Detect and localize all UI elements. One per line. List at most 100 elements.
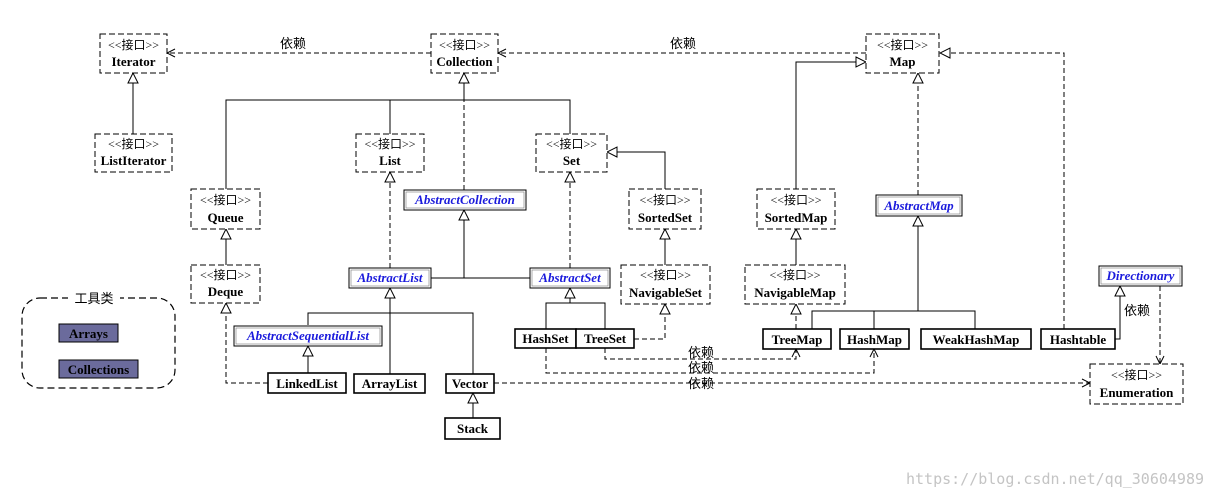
hashtable-label: Hashtable [1050,332,1107,347]
map-label: Map [890,54,916,69]
set-label: Set [563,153,581,168]
collections-label: Collections [68,362,129,377]
class-linkedlist: LinkedList [267,372,347,394]
interface-sortedset: <<接口>> SortedSet [628,188,702,230]
directionary: Directionary [1098,265,1183,287]
abstractcollection-label: AbstractCollection [414,192,515,207]
interface-set: <<接口>> Set [535,133,608,173]
abstract-set: AbstractSet [529,267,611,289]
iterator-label: Iterator [111,54,155,69]
hashmap-label: HashMap [847,332,902,347]
stereotype-text: <<接口>> [877,37,928,52]
interface-sortedmap: <<接口>> SortedMap [756,188,836,230]
treeset-label: TreeSet [584,331,627,346]
dep-label-collection-iterator: 依赖 [280,36,306,51]
class-stack: Stack [444,417,501,440]
inherit-hashtable-directionary [1115,286,1120,340]
impl-hashtable-map [940,53,1065,329]
interface-navigableset: <<接口>> NavigableSet [620,264,711,305]
inherit-maps-abstractmap [811,310,976,330]
dep-label-hashset-hashmap: 依赖 [688,360,714,375]
stereotype-text: <<接口>> [1111,367,1162,382]
class-nodes: LinkedList ArrayList Vector Stack HashSe… [267,328,1116,440]
class-hashset: HashSet [514,328,577,349]
abstract-collection: AbstractCollection [403,189,527,211]
abstract-map: AbstractMap [875,194,963,217]
stereotype-text: <<接口>> [769,267,820,282]
hashset-label: HashSet [522,331,569,346]
stereotype-text: <<接口>> [364,136,415,151]
impl-linkedlist-deque [226,303,268,384]
dep-label-vector-enumeration: 依赖 [688,376,714,391]
stereotype-text: <<接口>> [640,267,691,282]
inherit-sortedmap-map [795,62,866,189]
collection-label: Collection [436,54,493,69]
impl-treeset-navigableset [634,304,665,340]
stereotype-text: <<接口>> [200,192,251,207]
interface-list: <<接口>> List [355,133,425,173]
interface-queue: <<接口>> Queue [190,188,261,230]
class-treeset: TreeSet [575,328,635,349]
tools-group: 工具类 Arrays Collections [21,290,176,389]
tool-arrays: Arrays [58,323,119,343]
class-hashtable: Hashtable [1040,328,1116,350]
abstract-class-nodes: AbstractCollection AbstractList Abstract… [233,189,1183,347]
tools-title: 工具类 [74,291,113,306]
arraylist-label: ArrayList [362,376,418,391]
class-arraylist: ArrayList [353,373,426,394]
interface-navigablemap: <<接口>> NavigableMap [744,264,846,305]
tool-collections: Collections [58,359,139,379]
vector-label: Vector [452,376,489,391]
stereotype-text: <<接口>> [770,192,821,207]
deque-label: Deque [208,284,244,299]
dependency-labels: 依赖 依赖 依赖 依赖 依赖 依赖 [280,36,1150,391]
linkedlist-label: LinkedList [276,376,338,391]
dep-label-treeset-treemap: 依赖 [688,345,714,360]
inherit-interfaces-collection [225,99,571,189]
directionary-label: Directionary [1106,268,1175,283]
queue-label: Queue [207,210,243,225]
arrays-label: Arrays [69,326,108,341]
dep-treeset-treemap [604,348,796,360]
abstractset-label: AbstractSet [538,270,601,285]
navigablemap-label: NavigableMap [754,285,836,300]
abstract-sequential-list: AbstractSequentialList [233,325,383,347]
stack-label: Stack [457,421,489,436]
interface-iterator: <<接口>> Iterator [99,33,168,74]
dep-label-directionary-enumeration: 依赖 [1124,303,1150,318]
stereotype-text: <<接口>> [439,37,490,52]
stereotype-text: <<接口>> [639,192,690,207]
listiterator-label: ListIterator [101,153,167,168]
enumeration-label: Enumeration [1100,385,1174,400]
stereotype-text: <<接口>> [108,37,159,52]
interface-enumeration: <<接口>> Enumeration [1089,363,1184,405]
class-treemap: TreeMap [762,328,832,350]
watermark: https://blog.csdn.net/qq_30604989 [906,470,1204,488]
abstractmap-label: AbstractMap [883,198,954,213]
navigableset-label: NavigableSet [629,285,703,300]
stereotype-text: <<接口>> [108,136,159,151]
treemap-label: TreeMap [772,332,823,347]
interface-deque: <<接口>> Deque [190,264,261,304]
class-hashmap: HashMap [839,328,910,350]
class-weakhashmap: WeakHashMap [920,328,1032,350]
interface-collection: <<接口>> Collection [430,33,499,74]
abstract-list: AbstractList [348,267,432,289]
inherit-sets-abstractset [545,302,606,329]
dep-label-map-collection: 依赖 [670,36,696,51]
dep-hashset-hashmap [545,348,874,374]
abstractsequentiallist-label: AbstractSequentialList [246,328,369,343]
interface-map: <<接口>> Map [865,33,940,74]
connectors [133,53,1160,418]
interface-nodes: <<接口>> Iterator <<接口>> ListIterator <<接口… [94,33,1184,405]
stereotype-text: <<接口>> [546,136,597,151]
sortedset-label: SortedSet [638,210,693,225]
list-label: List [379,153,401,168]
sortedmap-label: SortedMap [765,210,828,225]
weakhashmap-label: WeakHashMap [933,332,1020,347]
class-vector: Vector [445,373,495,394]
interface-listiterator: <<接口>> ListIterator [94,133,173,173]
stereotype-text: <<接口>> [200,267,251,282]
inherit-sortedset-set [607,152,666,189]
